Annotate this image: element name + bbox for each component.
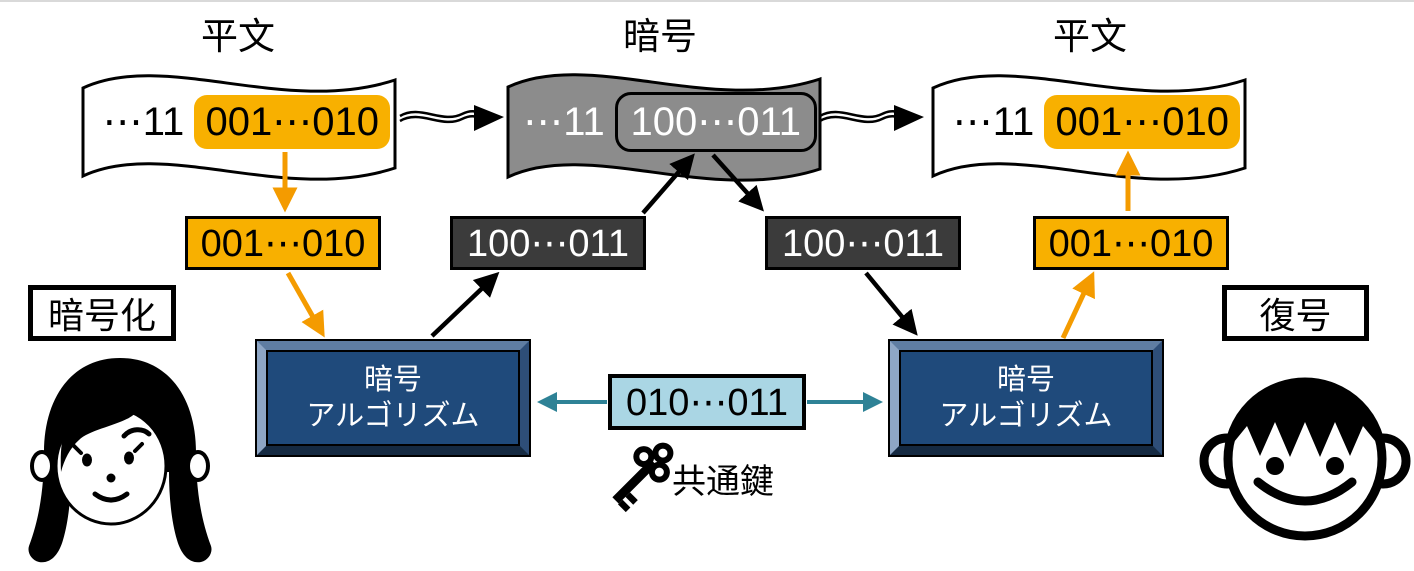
wavy-arrow-cipher-to-plain [818,103,926,133]
key-icon [612,442,674,513]
algorithm-label-line1: 暗号 [996,363,1055,396]
cipher-algorithm-box-right: 暗号 アルゴリズム [888,339,1164,457]
woman-face-icon [28,358,212,563]
algorithm-label-line2: アルゴリズム [939,400,1113,432]
encryption-label: 暗号化 [28,285,176,341]
shared-key-label: 共通鍵 [672,463,774,501]
shared-key-value-box: 010⋯011 [608,374,806,430]
plaintext-left-prefix: ⋯11 [102,100,185,144]
ciphertext-highlight-block: 100⋯011 [614,92,817,152]
boy-face-icon [1199,377,1411,541]
arrow-doc-to-cipherblock-right [711,153,764,212]
algorithm-label-line2: アルゴリズム [306,400,480,432]
plain-bit-block-left: 001⋯010 [185,216,381,270]
ciphertext-doc-shape [506,73,822,182]
wavy-arrow-plain-to-cipher [398,103,506,133]
plaintext-doc-left-content: ⋯11 001⋯010 [75,94,400,150]
arrow-algo-to-cipherblock-left [430,271,500,338]
plaintext-right-prefix: ⋯11 [952,100,1035,144]
arrow-cipherblock-to-doc [641,153,695,215]
plaintext-right-title: 平文 [1053,16,1127,57]
cipher-bit-block-right: 100⋯011 [765,216,961,270]
algorithm-box-bevel: 暗号 アルゴリズム [257,341,529,455]
arrow-plainblock-to-algo-left [285,271,325,338]
decryption-label: 復号 [1222,285,1369,341]
plain-bit-block-right: 001⋯010 [1033,216,1229,270]
algorithm-box-bevel: 暗号 アルゴリズム [890,341,1162,455]
algorithm-label-line1: 暗号 [363,363,422,396]
ciphertext-title: 暗号 [623,16,697,57]
cipher-algorithm-box-left: 暗号 アルゴリズム [255,339,531,457]
algorithm-box-core: 暗号 アルゴリズム [899,350,1153,446]
ciphertext-prefix: ⋯11 [523,100,605,144]
plaintext-left-highlight-block: 001⋯010 [194,95,391,149]
algorithm-box-core: 暗号 アルゴリズム [266,350,520,446]
ciphertext-doc-content: ⋯11 100⋯011 [500,92,822,152]
plaintext-right-highlight-block: 001⋯010 [1044,95,1241,149]
plaintext-left-title: 平文 [201,16,275,57]
arrow-cipherblock-to-algo-right [864,271,918,336]
cipher-bit-block-left: 100⋯011 [450,216,646,270]
plaintext-doc-right-content: ⋯11 001⋯010 [925,94,1250,150]
arrow-algo-to-plainblock-right [1060,271,1095,340]
